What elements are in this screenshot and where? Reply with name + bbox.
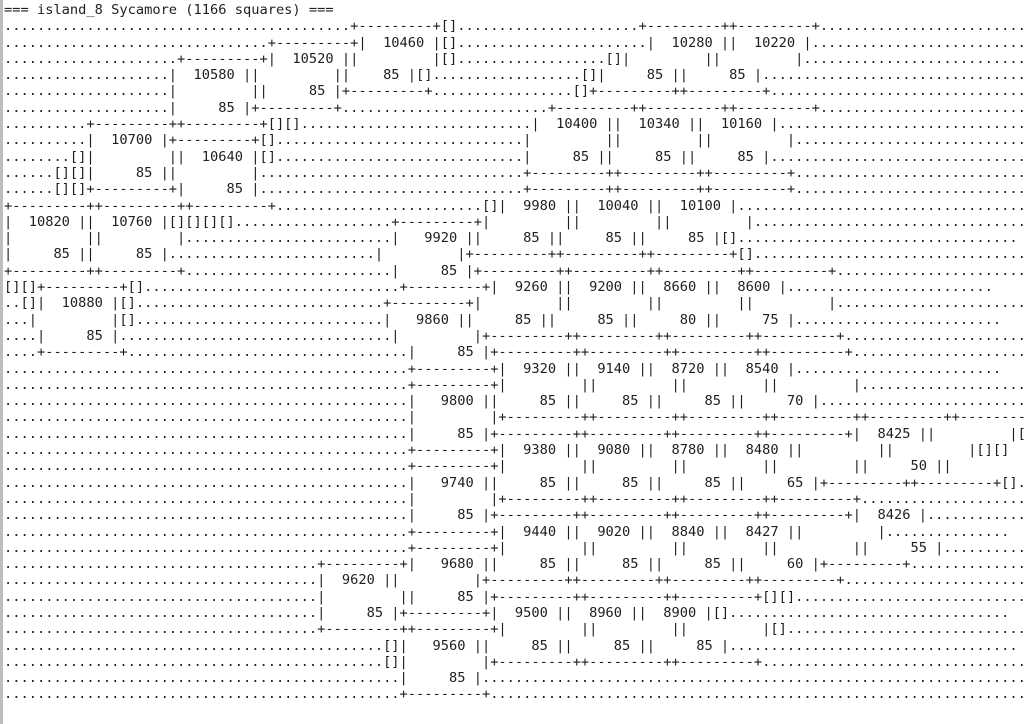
map-row: ......[][]| 85 || |.....................… — [4, 164, 1024, 181]
map-row: ........[]| || 10640 |[]................… — [4, 148, 1024, 165]
map-row: | 85 || 85 |.........................| |… — [4, 246, 1024, 263]
map-row: ........................................… — [4, 376, 1024, 393]
map-row: ........................................… — [4, 653, 1024, 670]
map-row: +---------++---------++---------+.......… — [4, 197, 1024, 214]
map-row: ......[][]+---------+| 85 |.............… — [4, 181, 1024, 198]
map-row: ................................+-------… — [4, 34, 1024, 51]
map-row: ....................| 85 |+---------+...… — [4, 99, 1024, 116]
map-row: | || |.........................| 9920 ||… — [4, 230, 1018, 247]
map-row: ..[]| 10880 |[].........................… — [4, 295, 1024, 312]
map-row: ......................................| … — [4, 588, 1024, 605]
map-row: ........................................… — [4, 360, 1002, 377]
map-row: ........................................… — [4, 539, 1024, 556]
map-row: ..........| 10700 |+---------+[]........… — [4, 132, 1024, 149]
map-row: ........................................… — [4, 490, 1024, 507]
map-row: ........................................… — [4, 18, 1024, 35]
map-row: ......................................+-… — [4, 556, 1024, 573]
island-header-line: === island_8 Sycamore (1166 squares) === — [4, 2, 334, 18]
map-row: ......................................| … — [4, 604, 1010, 621]
map-row: ......................................+-… — [4, 621, 1024, 638]
map-row: ........................................… — [4, 442, 1010, 459]
map-row: ........................................… — [4, 637, 1018, 654]
map-row: ........................................… — [4, 507, 1024, 524]
map-row: ....................| 10580 || || 85 |[]… — [4, 67, 1024, 84]
map-row: ........................................… — [4, 523, 1010, 540]
map-row: ........................................… — [4, 670, 1024, 687]
map-row: ........................................… — [4, 409, 1024, 426]
window-left-border — [0, 0, 3, 724]
map-row: ........................................… — [4, 425, 1024, 442]
map-row: ...| |[]..............................| … — [4, 311, 1002, 328]
map-row: ........................................… — [4, 686, 1024, 703]
map-row: ....+---------+.........................… — [4, 344, 1024, 361]
map-row: ........................................… — [4, 474, 1024, 491]
map-row: ........................................… — [4, 393, 1024, 410]
map-row: ..........+---------++---------+[][]....… — [4, 116, 1024, 133]
terminal-output[interactable]: === island_8 Sycamore (1166 squares) ===… — [4, 2, 1024, 703]
map-row: ....| 85 |..............................… — [4, 327, 1024, 344]
map-row: | 10820 || 10760 |[][][][]..............… — [4, 213, 1024, 230]
map-row: +---------++---------+..................… — [4, 262, 1024, 279]
map-row: ......................................| … — [4, 572, 1024, 589]
map-row: ........................................… — [4, 458, 1024, 475]
map-row: .....................+---------+| 10520 … — [4, 50, 1024, 67]
map-row: ....................| || 85 |+---------+… — [4, 83, 1024, 100]
map-row: [][]+---------+[].......................… — [4, 279, 993, 296]
